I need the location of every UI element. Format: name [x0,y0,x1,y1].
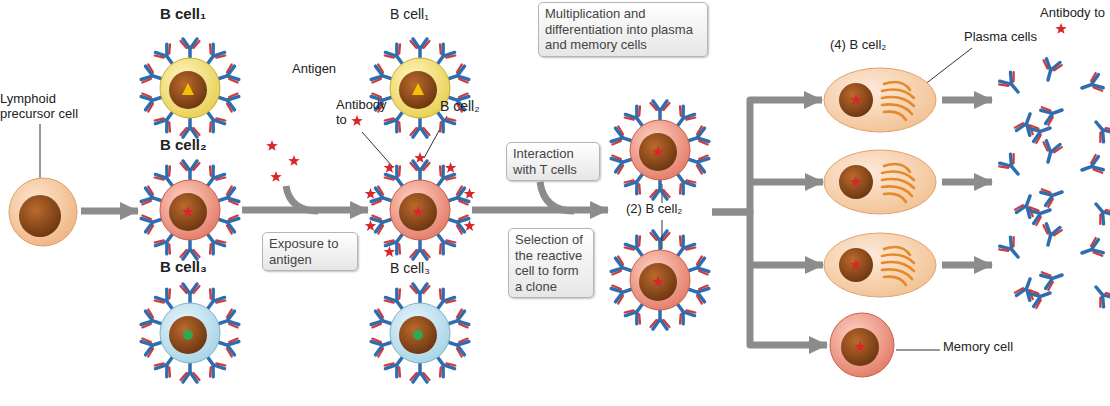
cell-label: Memory cell [943,340,1033,355]
step-text: Multiplication and differentiation into … [545,6,701,53]
cell-shape [138,36,242,140]
cell-shape [138,158,242,262]
antigen-symbols [266,140,299,182]
cell-drawing [140,39,239,137]
plasma-cell [824,150,936,214]
antibody-label: Antibody to [1040,6,1106,21]
cell-shape [827,310,897,380]
process-arrow [472,207,608,214]
cell-label: B cell₂ [440,98,520,114]
cell-shape [368,281,472,385]
leader-line [662,220,663,249]
cell-label: B cell₃ [160,258,250,275]
callout-label: (2) B cell₂ [626,202,716,217]
cell-drawing [370,39,469,137]
process-arrow [712,100,822,212]
step-box: Interaction with T cells [506,142,600,181]
plasma-cell: (4) B cell₂Plasma cells [822,66,938,134]
cell-drawing [610,101,709,199]
memory-cell: Memory cell [827,310,897,380]
step-box: Exposure to antigen [262,232,358,271]
cell-shape [822,66,938,134]
tcell-input-curve [540,182,574,211]
secretion-arrow [942,179,992,186]
antigen-symbol [351,115,362,126]
process-arrow [242,207,368,214]
step-text: Exposure to antigen [269,236,351,267]
secretion-arrow [942,97,992,104]
step-box: Multiplication and differentiation into … [538,2,708,57]
b-cell: B cell₃ [138,281,242,385]
cell-drawing [370,284,469,382]
antibody-cluster [998,58,1110,144]
step-box: Selection of the reactive cell to form a… [508,228,594,298]
leader-line [362,132,392,166]
precursor-cell: Lymphoid precursor cell [5,174,81,250]
branch-arrow [750,179,823,186]
cell-drawing [140,161,239,259]
b-cell: B cell₁ [138,36,242,140]
step-text: Selection of the reactive cell to form a… [515,232,587,294]
leader-line [40,124,41,178]
b-cell: B cell₂ [138,158,242,262]
secretion-arrow [942,262,992,269]
cell-label: B cell₁ [160,5,250,22]
cell-shape [368,158,472,262]
cell-drawing [365,152,475,259]
antigen-input-curve [286,186,318,211]
process-arrow [81,208,138,215]
cell-shape [368,36,472,140]
antibody-cluster [998,140,1110,226]
step-text: Interaction with T cells [513,146,593,177]
antibody-cluster [998,223,1110,309]
cell-label: B cell₁ [390,6,480,22]
cell-label: Lymphoid precursor cell [0,92,100,122]
antigen-label: Antigen [292,62,362,77]
cell-label: Plasma cells [964,30,1054,45]
cell-drawing [140,284,239,382]
plasma-cell [824,233,936,297]
antigen-symbol [1055,23,1066,34]
leader-line [896,350,940,351]
cell-label: B cell₃ [390,260,480,276]
clone-cell: (2) B cell₂ [608,98,712,222]
cell-shape [5,174,81,250]
cell-drawing [9,178,77,246]
antibody-label: Antibody to [336,98,398,128]
b-cell: B cell₁ [368,36,472,140]
callout-label: (4) B cell₂ [830,38,920,53]
cell-shape [138,281,242,385]
process-arrow [712,212,827,345]
cell-label: B cell₂ [160,136,250,153]
clone-cell [610,231,709,329]
b-cell: B cell₃ [368,281,472,385]
cell-drawing [830,313,894,377]
branch-arrow [750,262,823,269]
b-cell: B cell₂ [368,158,472,262]
cell-drawing [824,68,936,132]
